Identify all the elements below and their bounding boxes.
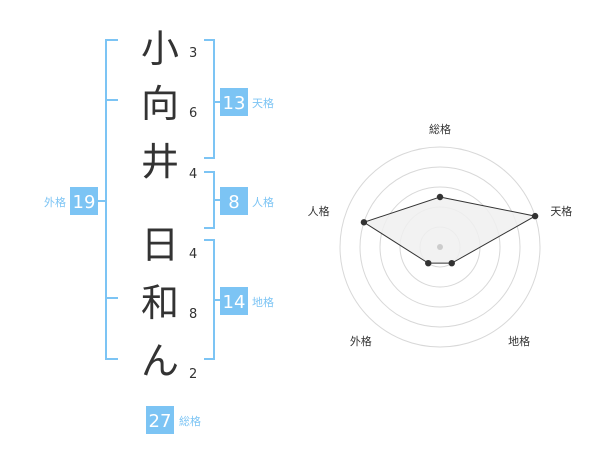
stroke-count-3: 4 <box>189 167 197 182</box>
gaikaku-box <box>70 187 98 215</box>
chikaku-value: 14 <box>223 292 246 313</box>
radar-ring <box>379 186 501 308</box>
stroke-count-2: 6 <box>189 106 197 121</box>
stroke-count-1: 3 <box>189 46 197 61</box>
name-char-4: 日 <box>141 223 179 267</box>
jinkaku-value: 8 <box>228 192 239 213</box>
radar-axis-label-4: 外格 <box>350 334 372 348</box>
radar-area <box>362 196 537 264</box>
name-char-2: 向 <box>141 82 179 126</box>
radar-center-dot <box>437 244 443 250</box>
soukaku-label: 総格 <box>179 414 201 428</box>
tenkaku-box <box>220 88 248 116</box>
radar-point-3 <box>448 259 455 267</box>
soukaku-box <box>146 406 174 434</box>
radar-axis-label-1: 総格 <box>429 122 451 136</box>
chikaku-label: 地格 <box>252 295 274 309</box>
gaikaku-value: 19 <box>73 192 96 213</box>
brackets <box>98 39 220 360</box>
name-char-1: 小 <box>141 27 179 71</box>
name-char-5: 和 <box>141 281 179 325</box>
radar-point-1 <box>436 193 444 201</box>
fortune-boxes: 13 天格 8 人格 14 地格 19 外格 27 総格 <box>44 88 274 434</box>
stroke-counts: 3 6 4 4 8 2 <box>189 46 197 382</box>
name-char-3: 井 <box>141 140 179 184</box>
radar-point-5 <box>360 219 368 226</box>
name-characters: 小 向 井 日 和 ん <box>141 27 179 383</box>
tenkaku-label: 天格 <box>252 96 274 110</box>
jinkaku-box <box>220 187 248 215</box>
radar-point-2 <box>531 212 539 220</box>
radar-ring <box>359 166 521 328</box>
gaikaku-label: 外格 <box>44 195 66 209</box>
radar-point-4 <box>425 259 432 267</box>
soukaku-value: 27 <box>149 411 172 432</box>
radar-axis-label-3: 地格 <box>508 334 530 348</box>
chikaku-bracket <box>204 239 220 360</box>
chikaku-box <box>220 287 248 315</box>
name-char-6: ん <box>141 339 179 383</box>
radar-axis-label-5: 人格 <box>308 204 330 218</box>
stroke-count-6: 2 <box>189 367 197 382</box>
radar-axis-label-2: 天格 <box>550 204 572 218</box>
jinkaku-bracket <box>204 171 220 229</box>
stroke-count-4: 4 <box>189 247 197 262</box>
stroke-count-5: 8 <box>189 307 197 322</box>
tenkaku-bracket <box>204 39 220 159</box>
radar-ring <box>339 146 541 348</box>
gaikaku-bracket <box>105 39 118 360</box>
tenkaku-value: 13 <box>223 93 246 114</box>
jinkaku-label: 人格 <box>252 195 274 209</box>
